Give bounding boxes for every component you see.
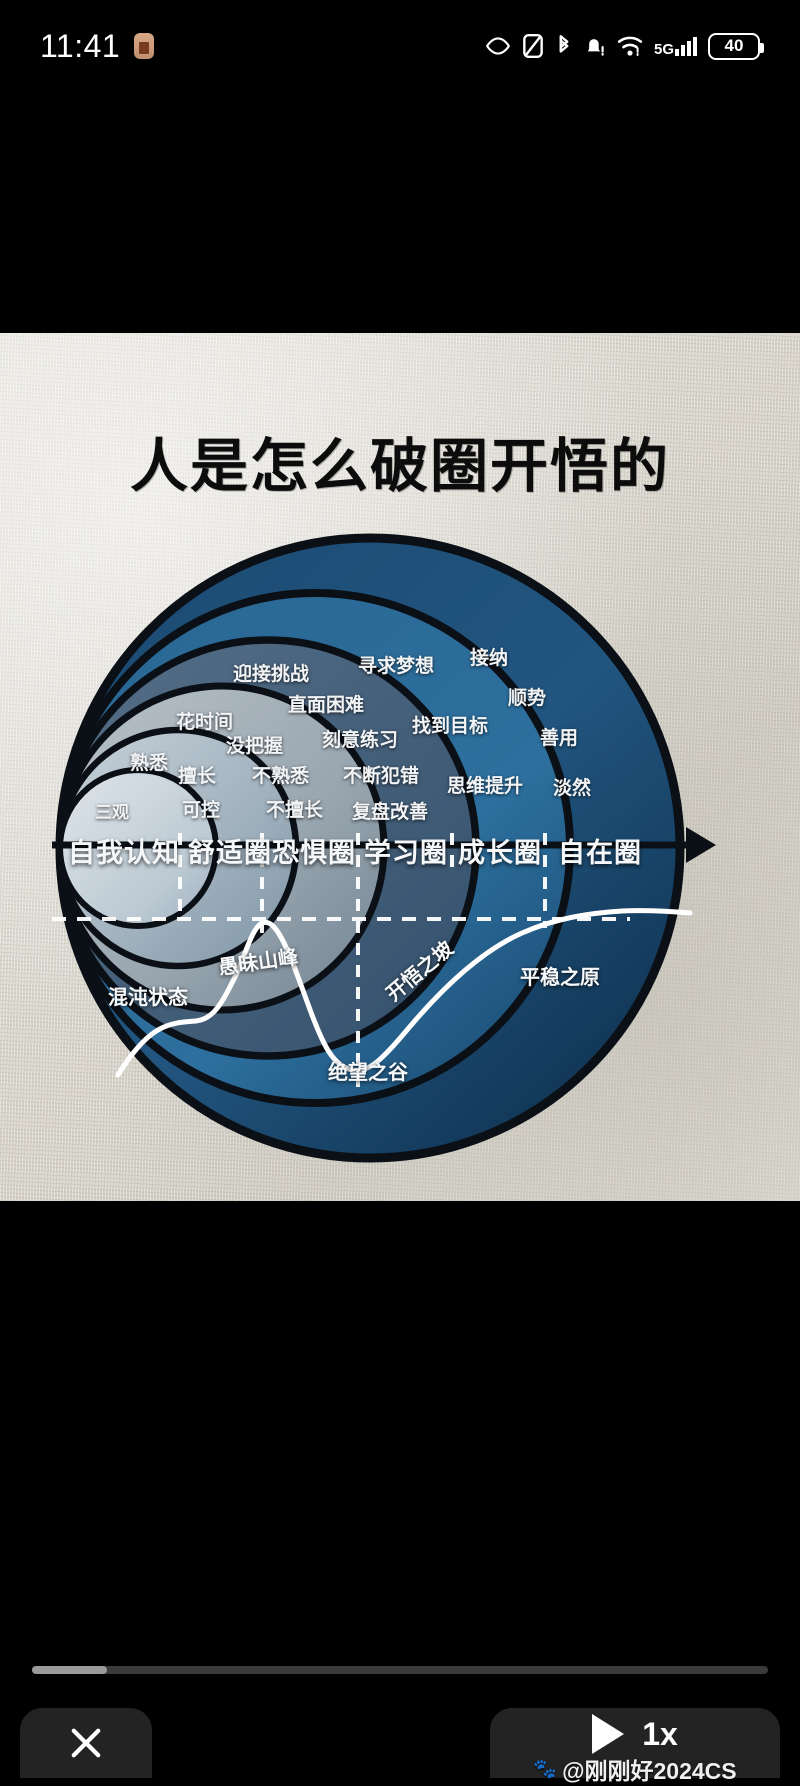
watermark-text: @刚刚好2024CS xyxy=(562,1758,737,1784)
nfc-icon xyxy=(522,33,544,59)
ring-word: 直面困难 xyxy=(288,695,365,716)
capsule-icon xyxy=(134,33,155,59)
battery-level: 40 xyxy=(724,36,744,55)
ring-word: 迎接挑战 xyxy=(233,664,310,685)
clock: 11:41 xyxy=(40,27,121,64)
signal-bars xyxy=(675,36,697,56)
status-bar-left: 11:41 xyxy=(40,27,155,65)
circles-diagram xyxy=(52,533,716,1163)
ring-word: 淡然 xyxy=(553,778,592,799)
play-icon[interactable] xyxy=(592,1714,625,1754)
zone-label-freedom: 自在圈 xyxy=(558,838,642,868)
paw-icon: 🐾 xyxy=(533,1759,558,1780)
mute-bell-icon xyxy=(584,33,606,59)
zone-label-growth: 成长圈 xyxy=(458,838,542,868)
watermark: 🐾 @刚刚好2024CS xyxy=(533,1752,736,1786)
progress-bar-fill xyxy=(32,1666,107,1674)
image-viewer-card[interactable]: 人是怎么破圈开悟的 xyxy=(0,333,800,1201)
ring-word: 不熟悉 xyxy=(252,766,310,787)
status-bar: 11:41 5G 40 xyxy=(0,0,800,92)
ring-word: 三观 xyxy=(95,803,129,822)
ring-word: 可控 xyxy=(182,800,221,821)
curve-label-plateau: 平稳之原 xyxy=(520,967,600,989)
ring-word: 顺势 xyxy=(508,688,547,709)
close-button[interactable] xyxy=(20,1708,152,1778)
playback-speed-label: 1x xyxy=(642,1715,678,1752)
zone-label-fear: 恐惧圈 xyxy=(272,838,356,868)
diagram-stage: 三观 熟悉 擅长 可控 花时间 没把握 不熟悉 不擅长 迎接挑战 直面困难 刻意… xyxy=(0,333,800,1201)
playback-speed-button[interactable]: 1x 🐾 @刚刚好2024CS xyxy=(490,1708,780,1784)
ring-word: 熟悉 xyxy=(130,753,169,774)
ring-word: 不断犯错 xyxy=(343,766,420,787)
ring-word: 寻求梦想 xyxy=(358,656,435,677)
ring-word: 不擅长 xyxy=(266,800,324,821)
close-icon xyxy=(65,1722,107,1764)
ring-word: 复盘改善 xyxy=(352,802,429,823)
progress-bar[interactable] xyxy=(32,1666,768,1674)
ring-word: 没把握 xyxy=(226,736,284,757)
ring-word: 善用 xyxy=(540,728,579,749)
ring-word: 擅长 xyxy=(178,766,217,787)
ring-word: 接纳 xyxy=(470,648,509,669)
signal-bars-icon: 5G xyxy=(653,36,697,58)
bluetooth-icon xyxy=(555,33,573,59)
eye-care-icon xyxy=(485,33,511,59)
curve-label-valley-of-despair: 绝望之谷 xyxy=(328,1062,408,1084)
zone-label-self-awareness: 自我认知 xyxy=(68,838,180,868)
page-title: 人是怎么破圈开悟的 xyxy=(129,434,670,499)
status-bar-right: 5G 40 xyxy=(485,32,764,60)
wifi-icon xyxy=(617,34,643,58)
ring-word: 找到目标 xyxy=(412,716,489,737)
battery-icon: 40 xyxy=(708,32,764,60)
curve-label-chaos: 混沌状态 xyxy=(108,987,188,1009)
ring-word: 思维提升 xyxy=(447,776,524,797)
zone-label-learning: 学习圈 xyxy=(364,838,448,868)
ring-word: 刻意练习 xyxy=(322,730,399,751)
network-type-label: 5G xyxy=(653,41,674,58)
zone-label-comfort: 舒适圈 xyxy=(188,838,272,868)
ring-word: 花时间 xyxy=(176,712,234,733)
playback-speed-row: 1x xyxy=(592,1714,678,1754)
